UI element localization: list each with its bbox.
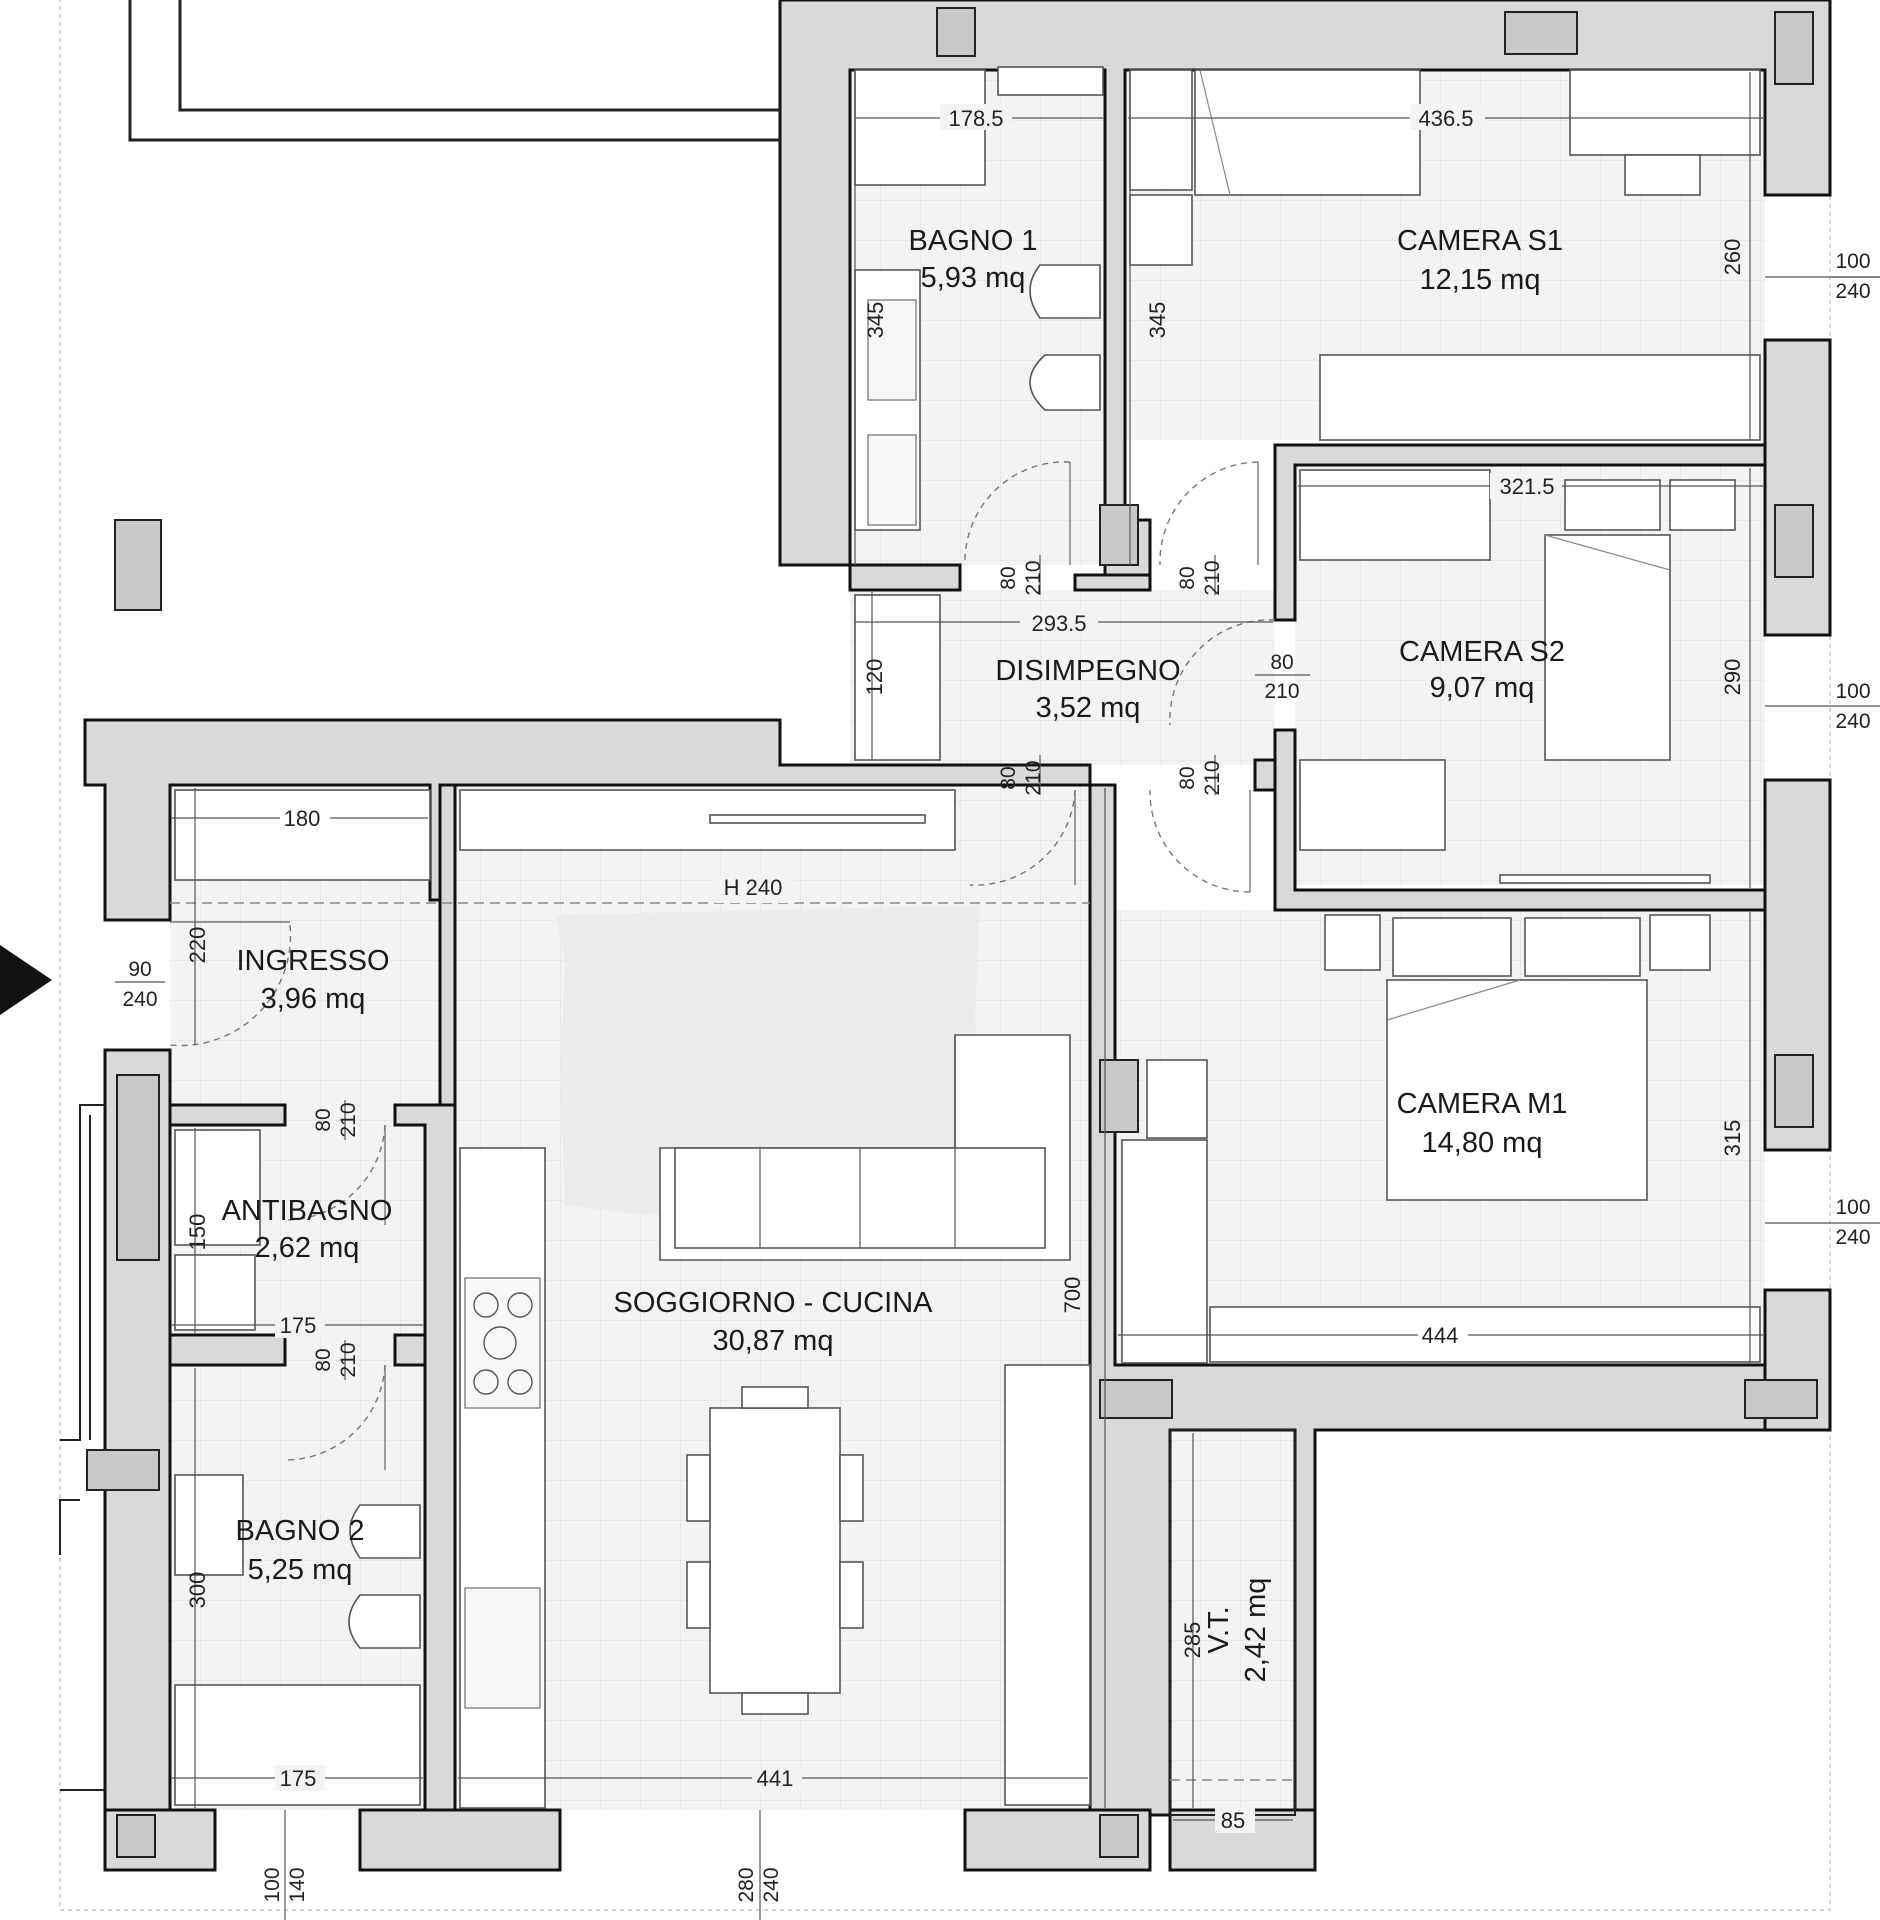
door-bagno2-w: 80 <box>312 1348 335 1371</box>
dim-soggiorno-depth: 700 <box>1060 1277 1085 1314</box>
desk <box>1569 69 1761 156</box>
kitchen-counter <box>459 1147 546 1809</box>
room-name-soggiorno: SOGGIORNO - CUCINA <box>613 1287 933 1319</box>
window-bagno2-w: 100 <box>261 1867 284 1902</box>
entrance-w: 90 <box>128 958 151 981</box>
dim-bagno2-depth: 300 <box>185 1572 210 1609</box>
dim-soggiorno-width: 441 <box>757 1766 794 1791</box>
toilet <box>1029 354 1101 411</box>
door-soggiorno-w: 80 <box>997 766 1020 789</box>
dim-vt-width: 85 <box>1221 1808 1245 1833</box>
door-antibagno-w: 80 <box>312 1108 335 1131</box>
door-camera-m1-w: 80 <box>1176 766 1199 789</box>
wardrobe-m1 <box>1121 1139 1208 1364</box>
window-s2-h: 240 <box>1835 710 1870 733</box>
room-name-bagno2: BAGNO 2 <box>236 1515 365 1547</box>
entrance-h: 240 <box>122 988 157 1011</box>
room-name-camera-s2: CAMERA S2 <box>1399 636 1565 668</box>
dim-antibagno-depth: 150 <box>185 1214 210 1251</box>
dim-disimpegno-width: 293.5 <box>1031 611 1086 636</box>
room-area-soggiorno: 30,87 mq <box>713 1325 834 1357</box>
door-camera-m1-h: 210 <box>1201 760 1224 795</box>
room-name-camera-m1: CAMERA M1 <box>1397 1088 1568 1120</box>
bidet <box>1029 264 1101 319</box>
bed-s2-desk <box>1299 469 1491 561</box>
room-area-ingresso: 3,96 mq <box>261 983 366 1015</box>
dim-ingresso-depth: 220 <box>185 927 210 964</box>
dining-table <box>709 1407 841 1694</box>
dim-antibagno-width: 175 <box>280 1313 317 1338</box>
fraction-lines <box>115 276 1880 1380</box>
dim-camera-s2-depth: 290 <box>1720 659 1745 696</box>
radiator <box>997 66 1104 96</box>
dim-disimpegno-depth: 120 <box>862 659 887 696</box>
bed-s2-b <box>1299 759 1446 851</box>
bed-m1 <box>1386 979 1648 1201</box>
window-soggiorno-h: 240 <box>760 1867 783 1902</box>
tall-units <box>1004 1364 1091 1806</box>
door-camera-s1-w: 80 <box>1176 566 1199 589</box>
window-bagno2-h: 140 <box>286 1867 309 1902</box>
door-antibagno-h: 210 <box>337 1102 360 1137</box>
dim-bagno2-width: 175 <box>280 1766 317 1791</box>
door-bagno1-h: 210 <box>1022 560 1045 595</box>
room-area-antibagno: 2,62 mq <box>255 1232 360 1264</box>
bathtub <box>174 1684 421 1806</box>
room-name-camera-s1: CAMERA S1 <box>1397 225 1563 257</box>
room-name-vt: V.T. <box>1203 1606 1235 1653</box>
window-s1-w: 100 <box>1835 250 1870 273</box>
dim-soggiorno-height: H 240 <box>724 875 783 900</box>
pillars <box>86 7 1818 1858</box>
dim-camera-m1-depth: 315 <box>1720 1120 1745 1157</box>
dim-vt-depth: 285 <box>1180 1622 1205 1659</box>
dim-camera-m1-width: 444 <box>1422 1323 1459 1348</box>
window-soggiorno-w: 280 <box>735 1867 758 1902</box>
window-m1-w: 100 <box>1835 1196 1870 1219</box>
window-m1-h: 240 <box>1835 1226 1870 1249</box>
room-area-camera-s2: 9,07 mq <box>1430 672 1535 704</box>
bed-s1 <box>1194 69 1421 196</box>
room-area-camera-s1: 12,15 mq <box>1420 264 1541 296</box>
room-labels: BAGNO 1 5,93 mq CAMERA S1 12,15 mq DISIM… <box>222 225 1568 1682</box>
hob <box>464 1277 541 1409</box>
dim-bagno1-depth: 345 <box>863 302 888 339</box>
furniture <box>59 66 1761 1816</box>
dim-camera-s1-width: 436.5 <box>1418 106 1473 131</box>
window-s1-h: 240 <box>1835 280 1870 303</box>
bed-s2 <box>1544 534 1671 761</box>
room-name-antibagno: ANTIBAGNO <box>222 1195 393 1227</box>
room-area-vt: 2,42 mq <box>1240 1578 1272 1683</box>
shoe-cabinet <box>174 789 431 881</box>
dim-camera-s1-depth-left: 345 <box>1145 302 1170 339</box>
wardrobe <box>1129 69 1193 191</box>
room-area-disimpegno: 3,52 mq <box>1036 692 1141 724</box>
wardrobe-s1 <box>1319 354 1761 441</box>
room-area-bagno1: 5,93 mq <box>921 262 1026 294</box>
door-camera-s2-h: 210 <box>1264 680 1299 703</box>
dim-camera-s1-depth-right: 260 <box>1720 239 1745 276</box>
entrance-arrow-icon <box>0 945 52 1015</box>
room-name-bagno1: BAGNO 1 <box>909 225 1038 257</box>
dim-bagno1-width: 178.5 <box>948 106 1003 131</box>
sink <box>464 1587 541 1709</box>
door-bagno1-w: 80 <box>997 566 1020 589</box>
door-soggiorno-h: 210 <box>1022 760 1045 795</box>
door-camera-s1-h: 210 <box>1201 560 1224 595</box>
door-camera-s2-w: 80 <box>1270 651 1293 674</box>
door-bagno2-h: 210 <box>337 1342 360 1377</box>
dimension-labels: 178.5 436.5 345 345 260 321.5 293.5 120 … <box>185 104 1745 1833</box>
window-s2-w: 100 <box>1835 680 1870 703</box>
room-area-bagno2: 5,25 mq <box>248 1554 353 1586</box>
room-name-disimpegno: DISIMPEGNO <box>995 655 1180 687</box>
room-area-camera-m1: 14,80 mq <box>1422 1127 1543 1159</box>
door-swings <box>169 461 1295 1781</box>
dim-camera-s2-width: 321.5 <box>1499 474 1554 499</box>
room-name-ingresso: INGRESSO <box>236 945 389 977</box>
dim-ingresso-width: 180 <box>284 806 321 831</box>
opening-labels: 80 210 80 210 80 210 80 210 80 210 80 21… <box>122 250 1870 1903</box>
rug <box>555 905 985 1215</box>
